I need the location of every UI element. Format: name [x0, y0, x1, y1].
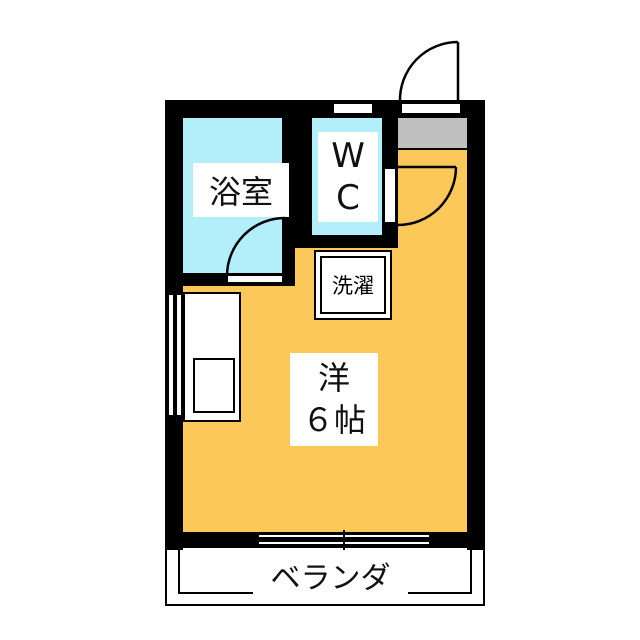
- balcony-window-center[interactable]: [343, 530, 345, 550]
- entrance-door-swing-icon: [398, 40, 460, 103]
- wall-left: [165, 100, 183, 550]
- entrance-door[interactable]: [402, 104, 460, 113]
- kitchen-window-pane-2: [176, 295, 181, 415]
- laundry-label: 洗濯: [320, 256, 386, 314]
- balcony-label: ベランダ: [253, 552, 408, 598]
- western-room-type: 洋: [317, 358, 350, 397]
- toilet-label: W C: [318, 132, 378, 222]
- kitchen-window-pane-1: [168, 295, 173, 415]
- bathroom-door[interactable]: [227, 275, 283, 283]
- entrance-area: [398, 118, 467, 150]
- kitchen-sink: [193, 358, 235, 413]
- bathroom-label: 浴室: [193, 163, 289, 217]
- wc-door[interactable]: [384, 168, 396, 223]
- wc-window: [334, 104, 372, 113]
- western-room-label: 洋 ６帖: [290, 353, 378, 446]
- toilet-label-c: C: [336, 178, 360, 218]
- balcony-outer: [165, 548, 485, 606]
- wc-door-swing-icon: [397, 165, 458, 227]
- bathroom-door-swing-icon: [225, 216, 287, 278]
- western-room-size: ６帖: [301, 400, 366, 439]
- laundry-space: 洗濯: [314, 250, 392, 320]
- wall-right: [467, 100, 485, 550]
- toilet-label-w: W: [331, 135, 365, 176]
